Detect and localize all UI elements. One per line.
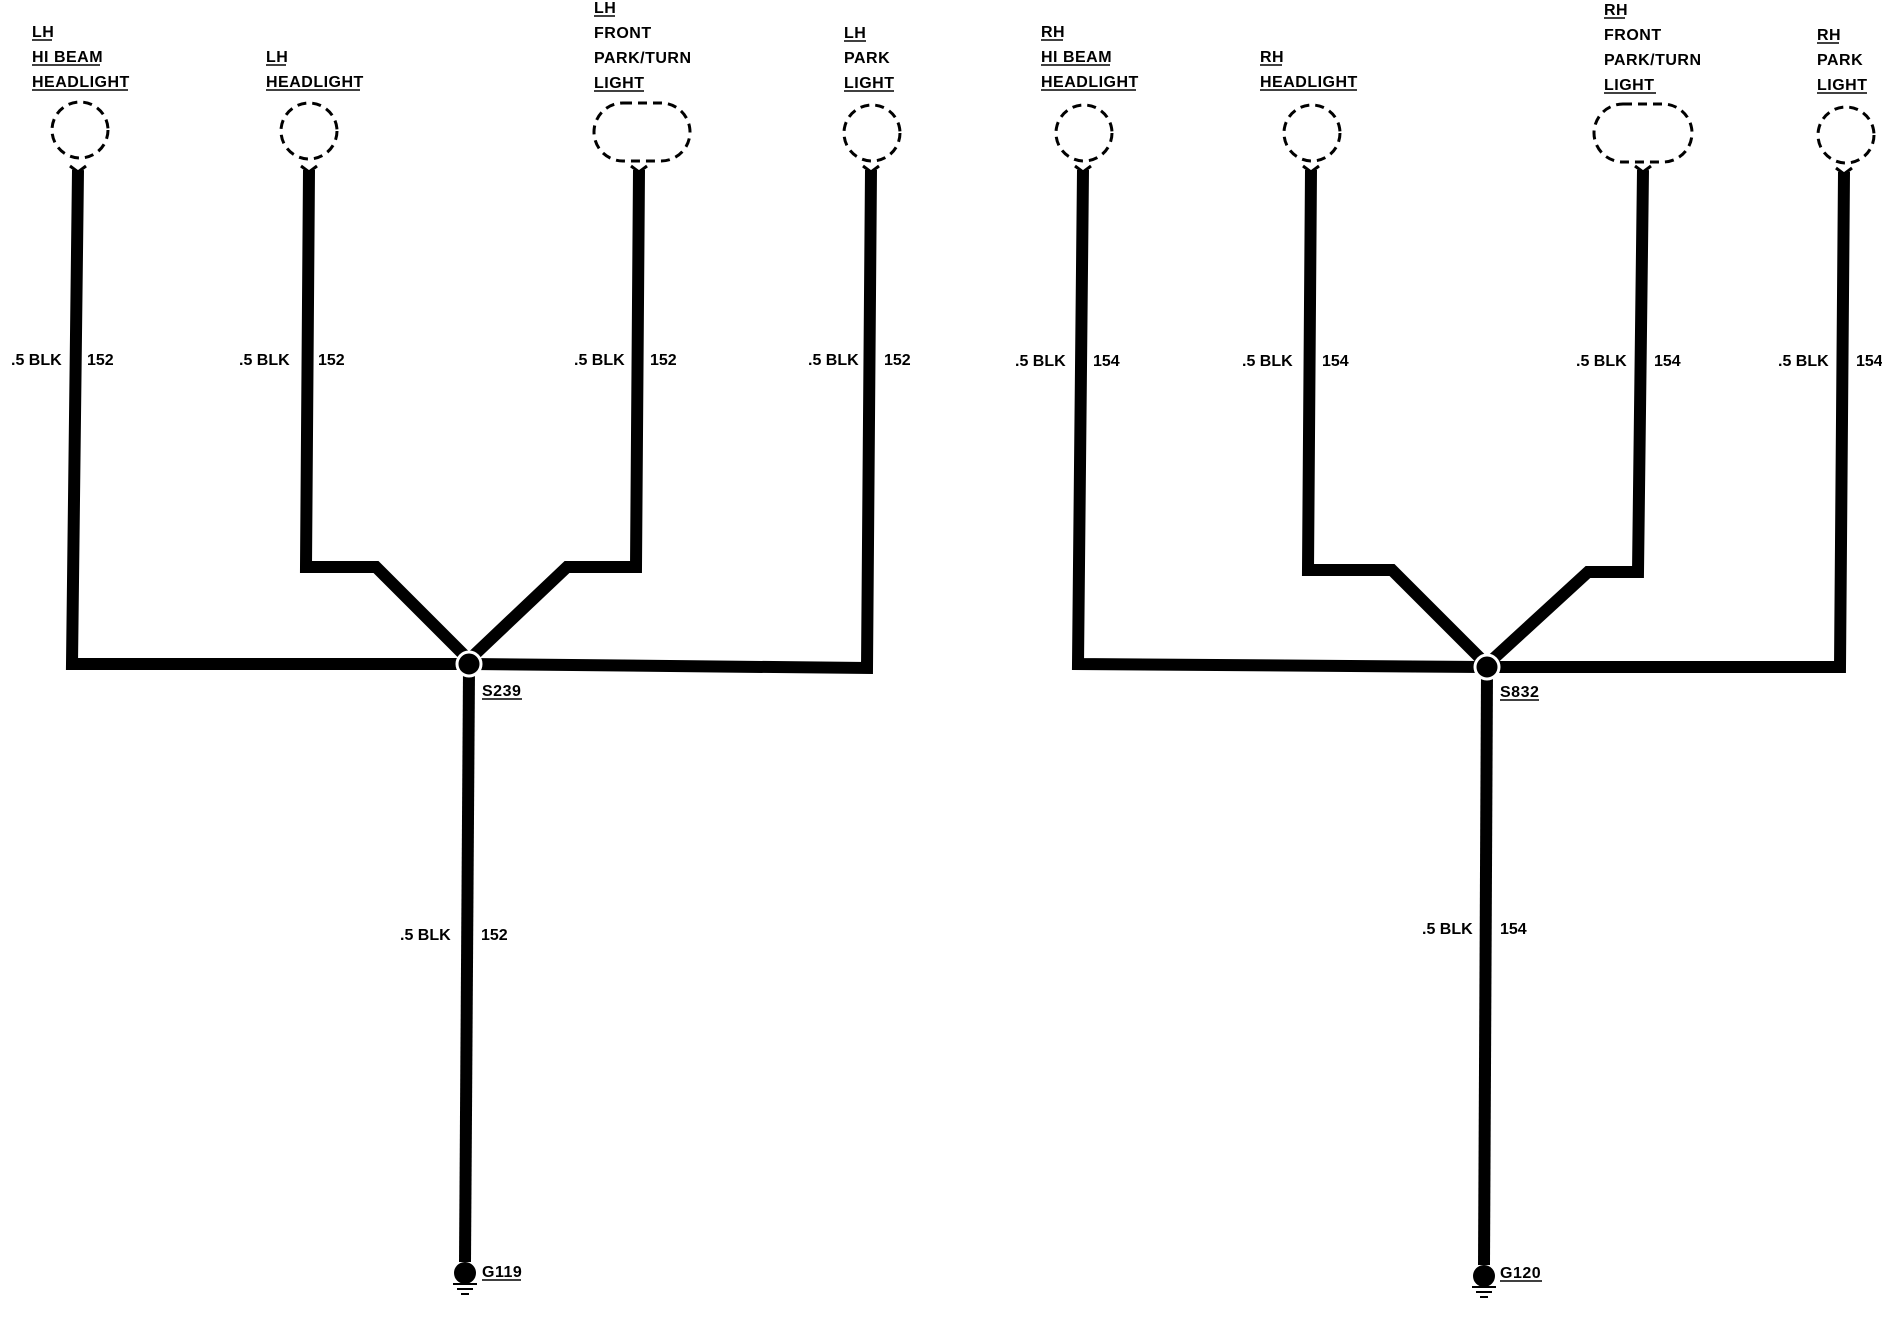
lh-headlight-bulb-icon bbox=[279, 101, 339, 161]
wire-label: .5 BLK bbox=[239, 352, 290, 369]
ground-g120-icon bbox=[1473, 1265, 1495, 1287]
component-label-lh-park-light: LH PARK LIGHT bbox=[844, 25, 895, 92]
component-label-lh-front-park-turn-light: LH FRONT PARK/TURN LIGHT bbox=[594, 0, 696, 92]
wire-label: .5 BLK bbox=[1576, 353, 1627, 370]
splice-s832-icon bbox=[1473, 653, 1501, 681]
circuit-number: 154 bbox=[1500, 921, 1527, 938]
circuit-number: 152 bbox=[87, 352, 114, 369]
component-label-lh-hi-beam-headlight: LH HI BEAM HEADLIGHT bbox=[32, 24, 130, 91]
component-label-rh-hi-beam-headlight: RH HI BEAM HEADLIGHT bbox=[1041, 24, 1139, 91]
rh-hi-beam-headlight-bulb-icon bbox=[1054, 103, 1114, 163]
rh-park-light-bulb-icon bbox=[1816, 105, 1876, 165]
wire-lh-hi-beam bbox=[65, 169, 466, 670]
wire-rh-front-park-turn bbox=[1487, 169, 1649, 665]
circuit-number: 152 bbox=[650, 352, 677, 369]
lh-park-light-bulb-icon bbox=[842, 103, 902, 163]
circuit-number: 154 bbox=[1322, 353, 1349, 370]
left-group: LH HI BEAM HEADLIGHT LH HEADLIGHT LH FRO… bbox=[11, 0, 911, 1295]
circuit-number: 152 bbox=[318, 352, 345, 369]
wire-label: .5 BLK bbox=[574, 352, 625, 369]
splice-label-s239: S239 bbox=[482, 683, 521, 700]
wire-lh-front-park-turn bbox=[467, 169, 645, 662]
circuit-number: 154 bbox=[1654, 353, 1681, 370]
ground-label-g119: G119 bbox=[482, 1264, 522, 1281]
wire-label: .5 BLK bbox=[400, 927, 451, 944]
component-label-rh-headlight: RH HEADLIGHT bbox=[1260, 49, 1358, 91]
wire-label: .5 BLK bbox=[1778, 353, 1829, 370]
wire-label: .5 BLK bbox=[1422, 921, 1473, 938]
component-label-lh-headlight: LH HEADLIGHT bbox=[266, 49, 364, 91]
ground-label-g120: G120 bbox=[1500, 1265, 1541, 1282]
wire-label: .5 BLK bbox=[11, 352, 62, 369]
lh-hi-beam-headlight-bulb-icon bbox=[50, 100, 110, 160]
lh-front-park-turn-light-bulb-icon bbox=[592, 101, 692, 163]
wire-lh-park bbox=[471, 169, 877, 675]
wire-lh-headlight bbox=[299, 169, 471, 662]
wire-label: .5 BLK bbox=[808, 352, 859, 369]
wire-rh-ground bbox=[1478, 672, 1493, 1266]
splice-label-s832: S832 bbox=[1500, 684, 1539, 701]
wire-lh-ground bbox=[459, 669, 475, 1263]
wire-label: .5 BLK bbox=[1242, 353, 1293, 370]
wire-rh-park bbox=[1492, 171, 1850, 673]
circuit-number: 154 bbox=[1093, 353, 1120, 370]
circuit-number: 152 bbox=[884, 352, 911, 369]
rh-front-park-turn-light-bulb-icon bbox=[1592, 102, 1694, 164]
ground-g119-icon bbox=[454, 1262, 476, 1284]
wire-label: .5 BLK bbox=[1015, 353, 1066, 370]
splice-s239-icon bbox=[455, 650, 483, 678]
circuit-number: 152 bbox=[481, 927, 508, 944]
rh-headlight-bulb-icon bbox=[1282, 103, 1342, 163]
right-group: RH HI BEAM HEADLIGHT RH HEADLIGHT RH FRO… bbox=[1015, 2, 1882, 1298]
wire-rh-hi-beam bbox=[1071, 169, 1483, 673]
component-label-rh-park-light: RH PARK LIGHT bbox=[1817, 27, 1868, 94]
circuit-number: 154 bbox=[1856, 353, 1882, 370]
wire-rh-headlight bbox=[1301, 169, 1487, 665]
component-label-rh-front-park-turn-light: RH FRONT PARK/TURN LIGHT bbox=[1604, 2, 1706, 94]
